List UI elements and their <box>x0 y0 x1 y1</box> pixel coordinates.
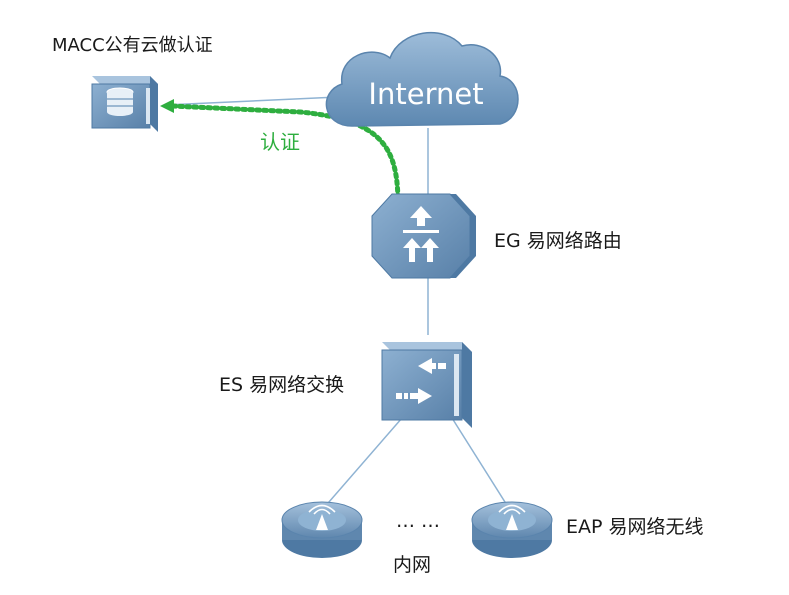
auth-arrow-head <box>160 99 174 113</box>
switch-icon <box>381 342 472 428</box>
edge-es-ap-left <box>321 417 403 511</box>
router-icon <box>371 193 476 279</box>
internet-label: Internet <box>368 77 483 111</box>
macc-label: MACC公有云做认证 <box>52 35 213 56</box>
access-point-icon-right <box>471 501 553 558</box>
es-label: ES 易网络交换 <box>219 374 345 396</box>
auth-label: 认证 <box>260 130 300 154</box>
edge-es-ap-right <box>451 417 511 511</box>
server-icon <box>91 76 158 132</box>
ellipsis-label: … … <box>396 510 441 532</box>
eg-label: EG 易网络路由 <box>494 230 622 252</box>
edge-internet-macc <box>164 96 339 106</box>
lan-label: 内网 <box>393 554 432 576</box>
auth-path <box>169 103 401 208</box>
access-point-icon-left <box>281 501 363 558</box>
eap-label: EAP 易网络无线 <box>566 516 704 538</box>
internet-cloud-icon <box>325 32 519 127</box>
